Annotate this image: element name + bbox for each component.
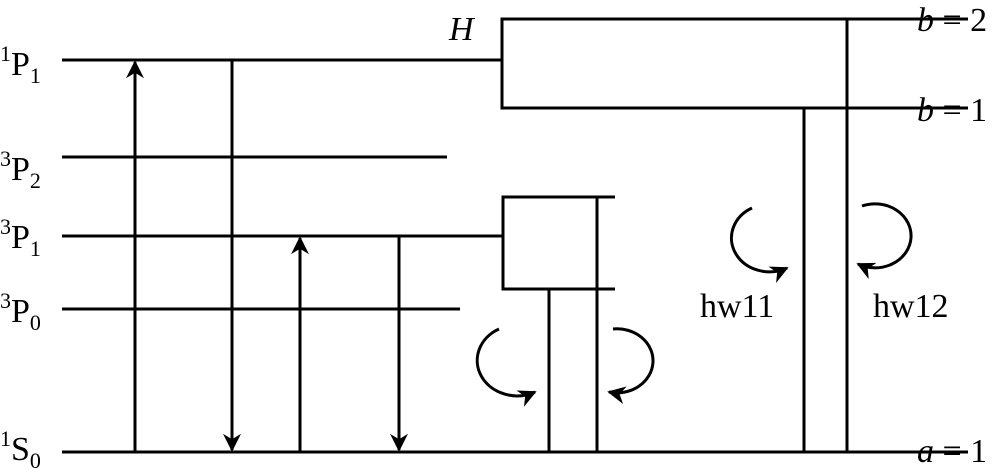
level-label-3P1: 3P1 [0, 214, 41, 261]
level-label-3P0: 3P0 [0, 288, 41, 335]
right-label-a1: a = 1 [917, 433, 987, 469]
circulation-arrow-hw11-icon [730, 206, 789, 283]
3p1-coupling-box [501, 195, 615, 291]
right-label-b1: b = 1 [917, 92, 987, 129]
level-label-1P1: 1P1 [0, 41, 41, 88]
circulation-arrow-lower-left-icon [475, 327, 537, 407]
right-label-b2: b = 2 [917, 2, 987, 39]
h-label: H [448, 11, 476, 48]
label-hw11: hw11 [700, 288, 774, 325]
h-coupling-box [500, 17, 968, 110]
label-hw12: hw12 [873, 288, 949, 325]
circulation-arrow-hw12-icon [856, 202, 913, 280]
level-label-3P2: 3P2 [0, 146, 41, 193]
level-label-1S0: 1S0 [0, 426, 41, 469]
circulation-arrow-lower-right-icon [607, 327, 655, 405]
